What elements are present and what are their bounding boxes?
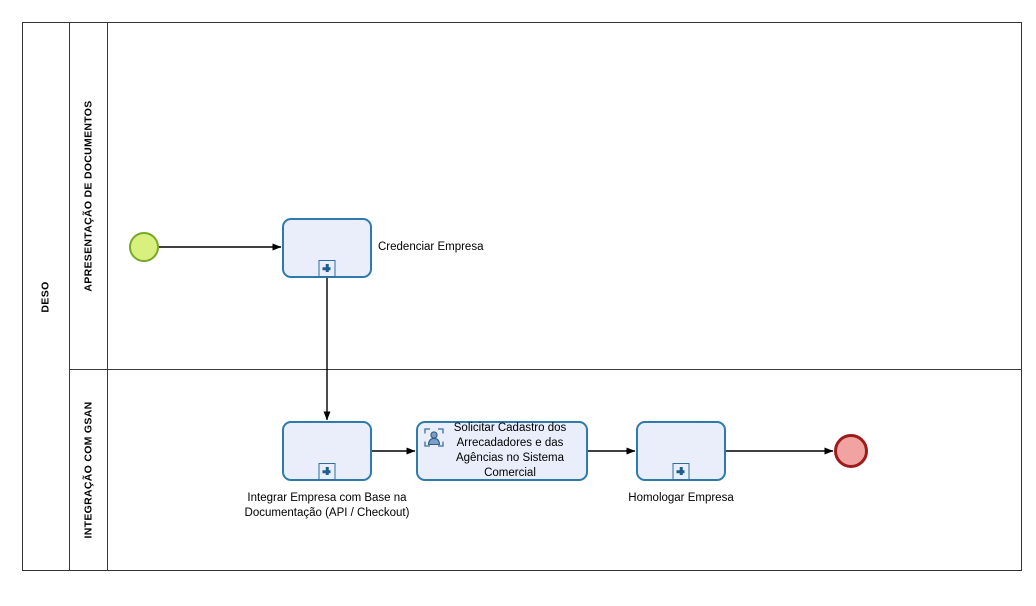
task-integrar-empresa[interactable] <box>282 421 372 481</box>
lane-label-column-integracao: INTEGRAÇÃO COM GSAN <box>70 369 108 571</box>
lane-label-integracao: INTEGRAÇÃO COM GSAN <box>82 401 95 539</box>
task-homologar-empresa-label: Homologar Empresa <box>628 492 734 504</box>
task-homologar-empresa[interactable] <box>636 421 726 481</box>
user-icon <box>424 428 444 447</box>
pool-label-column: DESO <box>22 22 70 571</box>
task-credenciar-empresa[interactable] <box>282 218 372 278</box>
pool-label: DESO <box>39 280 52 313</box>
task-integrar-empresa-label: Integrar Empresa com Base na Documentaçã… <box>244 492 410 519</box>
lane-label-apresentacao: APRESENTAÇÃO DE DOCUMENTOS <box>82 99 95 292</box>
lane-divider <box>70 369 1022 370</box>
task-solicitar-cadastro[interactable]: Solicitar Cadastro dos Arrecadadores e d… <box>416 421 588 481</box>
start-event[interactable] <box>129 232 159 262</box>
task-credenciar-empresa-label: Credenciar Empresa <box>378 241 484 253</box>
subprocess-marker-icon <box>318 463 336 480</box>
subprocess-marker-icon <box>672 463 690 480</box>
pool-deso <box>22 22 1022 571</box>
end-event[interactable] <box>834 434 868 468</box>
task-solicitar-cadastro-label: Solicitar Cadastro dos Arrecadadores e d… <box>453 422 567 479</box>
lane-label-column-apresentacao: APRESENTAÇÃO DE DOCUMENTOS <box>70 22 108 369</box>
subprocess-marker-icon <box>318 260 336 277</box>
